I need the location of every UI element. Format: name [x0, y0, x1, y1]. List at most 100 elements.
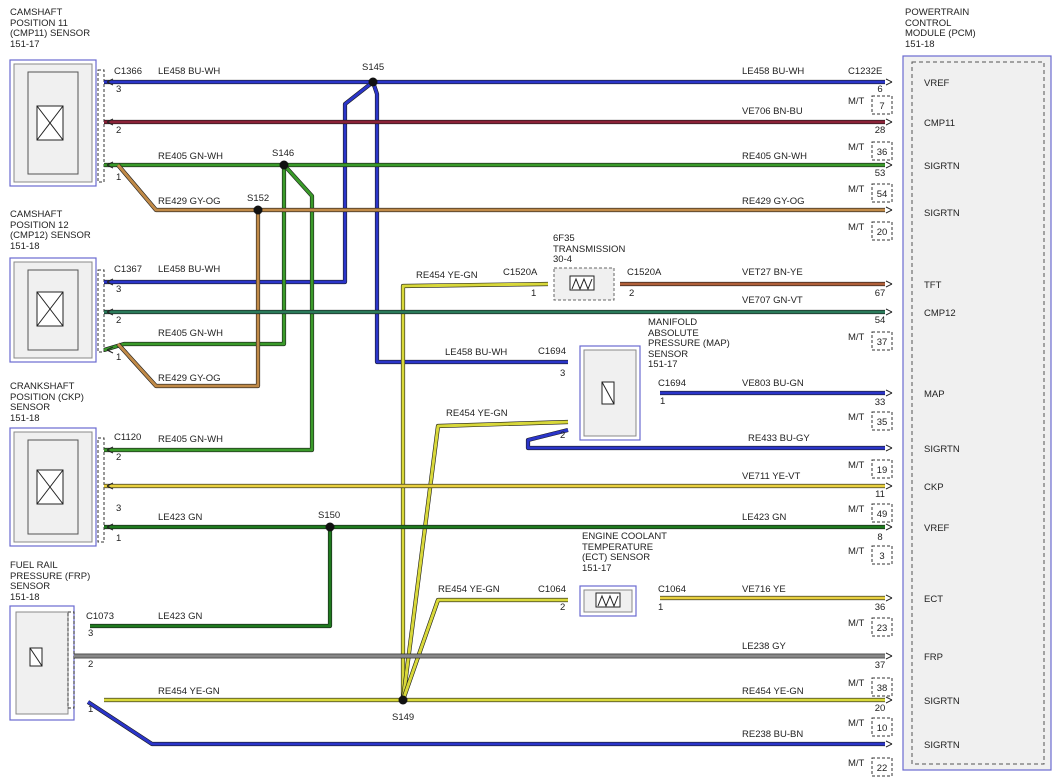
wire-le458-cmp12-outline: [104, 80, 375, 285]
wire-label-le423-frp: LE423 GN: [158, 611, 202, 622]
sensor-pin-arrow-4: [106, 308, 114, 316]
pcm-module-inner: [911, 61, 1045, 765]
wire-re454-map: [401, 420, 569, 701]
pcm-pin-number-11: 37: [875, 660, 886, 671]
wire-re238: [87, 700, 885, 746]
pcm-pin-number-9: 8: [877, 532, 882, 543]
splice-s145: [368, 77, 378, 87]
wire-label-re405-right: RE405 GN-WH: [742, 151, 807, 162]
cmp12-connector-label: C1367: [114, 264, 142, 275]
wire-label-re238: RE238 BU-BN: [742, 729, 803, 740]
wire-label-ve707: VE707 GN-VT: [742, 295, 803, 306]
sensor-pin-number-10: 2: [88, 659, 93, 670]
wire-label-re454-tft: RE454 YE-GN: [416, 270, 478, 281]
sensor-pin-arrow-0: [106, 78, 114, 86]
wire-re429-cmp12: [116, 212, 260, 388]
splice-s149-label: S149: [392, 712, 414, 723]
pcm-mt-pin-2: 54: [877, 189, 888, 200]
wire-label-re433: RE433 BU-GY: [748, 433, 810, 444]
splice-s145-label: S145: [362, 62, 384, 73]
frp-connector-label: C1073: [86, 611, 114, 622]
wire-label-le423-left: LE423 GN: [158, 512, 202, 523]
pcm-mt-pin-3: 20: [877, 227, 888, 238]
pcm-mt-label-2: M/T: [848, 184, 865, 195]
pcm-mt-label-9: M/T: [848, 546, 865, 557]
pcm-mt-pin-5: 37: [877, 337, 888, 348]
pcm-pin-arrow-1: [885, 118, 893, 126]
splice-s152: [253, 205, 263, 215]
wire-label-le238: LE238 GY: [742, 641, 786, 652]
wire-label-re454-map: RE454 YE-GN: [446, 408, 508, 419]
pcm-mt-pin-6: 35: [877, 417, 888, 428]
wire-label-re454-ect: RE454 YE-GN: [438, 584, 500, 595]
mt-pin-slot: [871, 503, 893, 523]
splice-s146-label: S146: [272, 148, 294, 159]
mt-pin-slot: [871, 545, 893, 565]
ect-sensor-box: [579, 585, 637, 617]
pcm-pin-number-4: 67: [875, 288, 886, 299]
mt-pin-slot: [871, 617, 893, 637]
pcm-pin-arrow-5: [885, 308, 893, 316]
pcm-signal-sigrtn-2: SIGRTN: [924, 161, 960, 172]
pcm-mt-pin-12: 10: [877, 723, 888, 734]
pcm-pin-number-12: 20: [875, 703, 886, 714]
pcm-mt-label-0: M/T: [848, 96, 865, 107]
mt-pin-slot: [871, 331, 893, 351]
pcm-signal-cmp12-5: CMP12: [924, 308, 956, 319]
splice-s149: [398, 695, 408, 705]
pcm-pin-slots: [871, 95, 893, 777]
mt-pin-slot: [871, 183, 893, 203]
trans-connector-left-label: C1520A: [503, 267, 538, 278]
sensor-pin-number-2: 1: [116, 172, 121, 183]
mt-pin-slot: [871, 459, 893, 479]
sensor-pin-number-5: 1: [116, 352, 121, 363]
wire-re454-tft: [401, 282, 549, 700]
ect-sensor-title: ENGINE COOLANT TEMPERATURE (ECT) SENSOR …: [582, 531, 667, 574]
sensor-pin-arrow-8: [106, 523, 114, 531]
sensor-pin-number-7: 3: [116, 503, 121, 514]
wire-le458-map: [371, 81, 568, 364]
cmp12-sensor-title: CAMSHAFT POSITION 12 (CMP12) SENSOR 151-…: [10, 209, 91, 252]
wire-label-le458-map: LE458 BU-WH: [445, 347, 507, 358]
pcm-mt-label-10: M/T: [848, 618, 865, 629]
map-sensor-box: [579, 345, 641, 441]
ckp-connector-label: C1120: [114, 432, 141, 443]
pcm-mt-label-8: M/T: [848, 504, 865, 515]
pcm-mt-label-5: M/T: [848, 332, 865, 343]
wire-le423-frp: [90, 527, 332, 628]
sensor-pin-number-13: 2: [629, 288, 634, 299]
splice-s146: [279, 160, 289, 170]
frp-sensor-box: [9, 605, 75, 721]
pcm-pin-number-1: 28: [875, 125, 886, 136]
splice-s150-label: S150: [318, 510, 340, 521]
pcm-pin-arrow-12: [885, 696, 893, 704]
pcm-signal-map-6: MAP: [924, 389, 945, 400]
wire-label-ve803: VE803 BU-GN: [742, 378, 804, 389]
pcm-signal-tft-4: TFT: [924, 280, 942, 291]
pcm-connector-label: C1232E: [848, 66, 882, 77]
ckp-sensor-title: CRANKSHAFT POSITION (CKP) SENSOR 151-18: [10, 381, 84, 424]
wire-re405-ckp-outline: [104, 163, 315, 453]
pcm-mt-pin-8: 49: [877, 509, 888, 520]
pcm-pin-number-0: 6: [877, 84, 882, 95]
wire-label-re405-left: RE405 GN-WH: [158, 151, 223, 162]
sensor-pin-number-17: 2: [560, 602, 565, 613]
sensor-pin-number-16: 1: [660, 396, 665, 407]
cmp11-connector-label: C1366: [114, 66, 142, 77]
ect-connector-left-label: C1064: [538, 584, 566, 595]
wire-label-vet27: VET27 BN-YE: [742, 267, 803, 278]
pcm-module-box: [902, 55, 1052, 771]
pcm-signal-sigrtn-7: SIGRTN: [924, 444, 960, 455]
wire-label-re429-left: RE429 GY-OG: [158, 196, 220, 207]
pcm-signal-vref-9: VREF: [924, 523, 950, 534]
pcm-mt-pin-1: 36: [877, 147, 888, 158]
pcm-pin-arrow-7: [885, 444, 893, 452]
transmission-title: 6F35 TRANSMISSION 30-4: [553, 233, 626, 265]
pcm-mt-pin-10: 23: [877, 623, 888, 634]
wire-label-re405-ckp: RE405 GN-WH: [158, 434, 223, 445]
mt-pin-slot: [871, 757, 893, 777]
sensor-pin-number-15: 2: [560, 430, 565, 441]
splice-s152-label: S152: [247, 193, 269, 204]
